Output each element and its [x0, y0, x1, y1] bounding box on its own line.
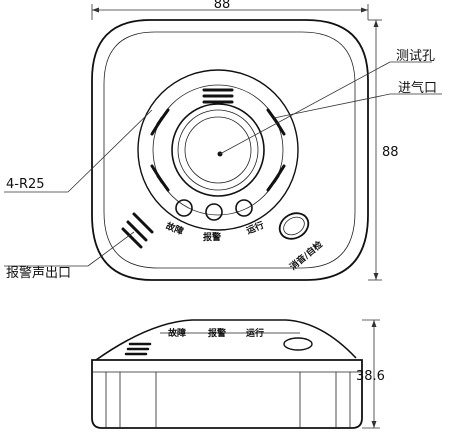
dimension-width-label: 88 — [214, 0, 231, 12]
dimension-width-value: 88 — [214, 0, 231, 12]
dimension-depth: 38.6 — [356, 319, 385, 429]
label-alarm: 报警 — [203, 231, 221, 243]
sensor-ring-2 — [177, 109, 259, 191]
dimension-height-label: 88 — [382, 145, 399, 160]
led-fault — [175, 199, 193, 217]
silence-test-button — [278, 212, 310, 240]
label-fault: 故障 — [164, 220, 185, 238]
sensor-ring-3 — [184, 116, 252, 184]
callout-corner-radius-text: 4-R25 — [6, 177, 45, 192]
callout-corner-radius: 4-R25 — [4, 109, 153, 193]
led-run — [235, 199, 253, 217]
side-top-plate — [95, 319, 357, 361]
dimension-height: 88 — [368, 19, 399, 281]
air-inlet-vents — [150, 88, 286, 192]
sensor-ring-1 — [171, 103, 265, 197]
callout-air-inlet-text: 进气口 — [398, 80, 437, 96]
side-label-alarm: 报警 — [208, 327, 226, 339]
dimension-width: 88 88 — [91, 0, 369, 20]
side-view: 故障 报警 运行 — [91, 319, 363, 429]
led-alarm — [205, 203, 223, 221]
callout-test-hole: 测试孔 — [219, 49, 435, 155]
side-body-outline — [91, 359, 363, 429]
callout-test-hole-text: 测试孔 — [396, 49, 435, 64]
callout-alarm-outlet: 报警声出口 — [4, 231, 135, 281]
callout-alarm-outlet-text: 报警声出口 — [6, 265, 71, 281]
outer-body-outline — [91, 19, 369, 281]
top-view: 故障 报警 运行 消音/自检 — [91, 19, 369, 281]
sensor-housing-outer — [137, 69, 299, 231]
sensor-housing-mid — [152, 84, 284, 216]
dimension-depth-label: 38.6 — [356, 369, 385, 384]
alarm-sound-outlet — [121, 212, 154, 249]
side-label-run: 运行 — [246, 327, 264, 339]
silence-test-button-inner — [283, 216, 305, 236]
inner-face-outline — [103, 31, 356, 269]
side-label-fault: 故障 — [168, 327, 186, 339]
callout-air-inlet: 进气口 — [273, 80, 442, 119]
